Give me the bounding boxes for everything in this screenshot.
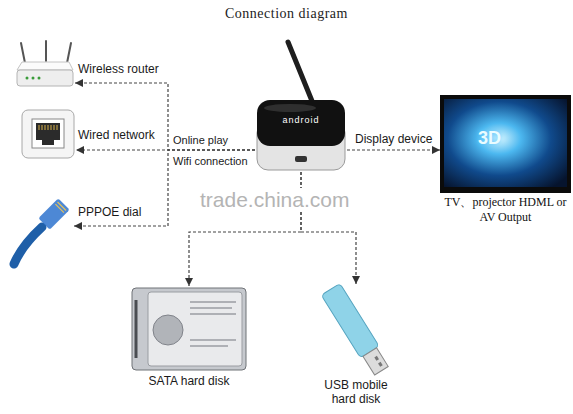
wall-plate	[22, 110, 74, 158]
android-tv-box	[257, 42, 345, 170]
network-cable-icon	[14, 198, 70, 264]
cable	[14, 227, 42, 264]
led	[32, 77, 35, 80]
connector-label: Online play	[173, 133, 228, 147]
plug-body	[38, 198, 69, 229]
stick-body	[321, 283, 379, 357]
router-icon	[17, 41, 73, 86]
pppoe-node: PPPOE dial	[10, 190, 74, 268]
antenna	[288, 42, 312, 101]
watermark: trade.china.com	[198, 188, 351, 212]
router-top	[17, 62, 73, 70]
tv-frame	[440, 95, 571, 193]
usb-disk-node: USB mobile hard disk	[308, 284, 404, 406]
screen-logo: 3D	[478, 128, 501, 149]
usb-stick	[321, 283, 391, 376]
arrow-head	[185, 278, 193, 286]
disk-print	[190, 302, 236, 346]
tv-display	[440, 95, 571, 193]
sata-disk-node: SATA hard disk	[130, 286, 248, 388]
port-frame	[32, 119, 64, 148]
rj45-plug	[38, 198, 69, 229]
disk-case	[132, 288, 246, 370]
node-label: PPPOE dial	[78, 205, 141, 219]
display-node: TV、projector HDML or AV Output	[440, 95, 571, 225]
usb-plug	[363, 348, 388, 375]
node-label: SATA hard disk	[130, 374, 248, 388]
connector-line	[75, 83, 255, 150]
plug-hole	[374, 356, 379, 361]
tv-screen	[444, 99, 567, 187]
led	[26, 77, 29, 80]
dashed-connector	[347, 146, 440, 154]
wired-network-node: Wired network	[20, 108, 76, 160]
arrow-head	[76, 146, 84, 154]
node-label: android	[255, 113, 347, 127]
dashed-connector	[75, 79, 255, 150]
antenna	[21, 43, 25, 63]
button	[295, 156, 307, 162]
router-body	[17, 70, 73, 86]
plug-hole	[378, 362, 383, 367]
plug-contacts	[55, 202, 66, 213]
arrow-head	[75, 79, 83, 87]
ethernet-port-icon	[22, 110, 74, 158]
connector	[135, 300, 138, 358]
node-label: USB mobile hard disk	[308, 378, 404, 406]
node-label: Wired network	[78, 128, 155, 142]
connector-line	[347, 149, 440, 150]
connector-label: Display device	[355, 132, 432, 146]
antenna	[45, 41, 47, 61]
disk-top	[148, 292, 242, 366]
node-label: TV、projector HDML or AV Output	[440, 195, 571, 225]
arrow-head	[74, 222, 82, 230]
router-node: Wireless router	[15, 42, 75, 90]
rj45-socket	[36, 123, 60, 145]
diagram-title: Connection diagram	[0, 6, 573, 22]
arrow-head	[432, 146, 440, 154]
arrow-head	[352, 276, 360, 284]
antenna	[67, 43, 71, 63]
android-box-node: android	[255, 98, 347, 172]
edge-note: Wifi connection	[173, 154, 248, 168]
node-label: Wireless router	[78, 62, 159, 76]
led	[38, 77, 41, 80]
sata-hard-disk	[132, 288, 246, 370]
gloss	[264, 104, 316, 112]
contacts	[39, 125, 57, 130]
spindle	[153, 315, 183, 345]
